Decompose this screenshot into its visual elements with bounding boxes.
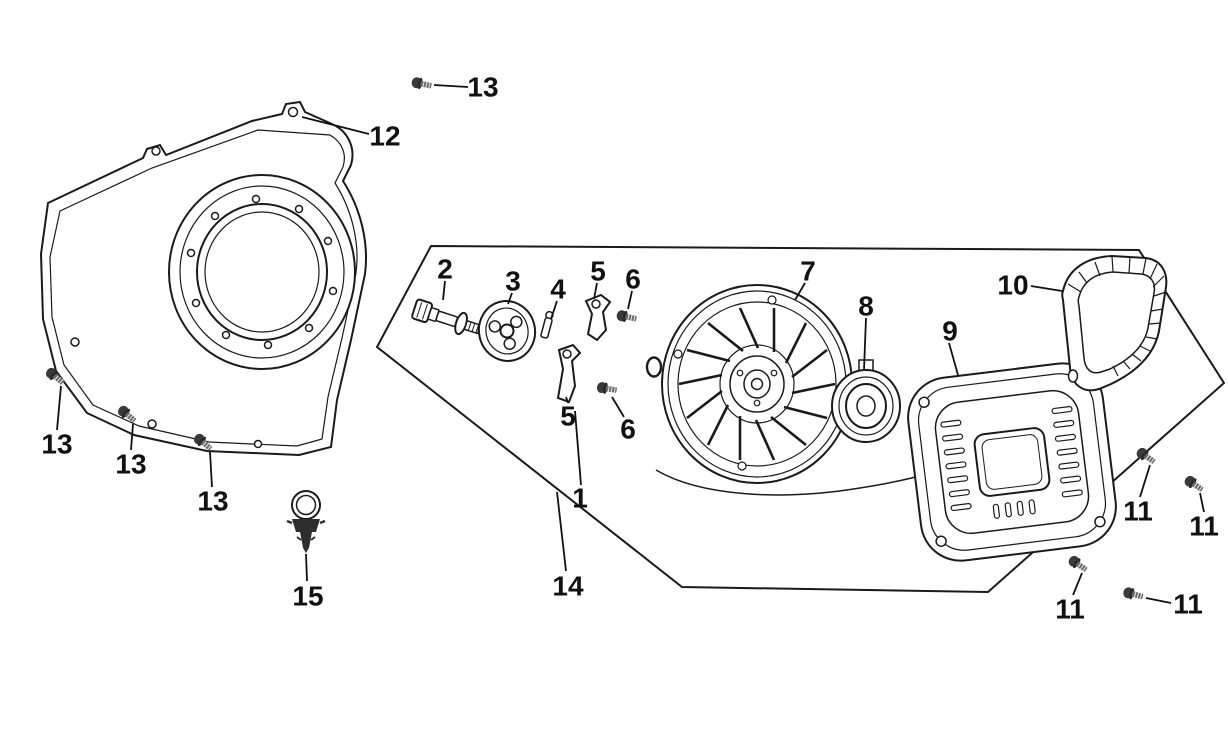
flywheel-blades — [678, 307, 836, 461]
leader-11-2 — [1199, 492, 1205, 513]
leader-13-left-3 — [209, 451, 213, 488]
callout-11-3: 11 — [1055, 594, 1085, 625]
callout-6-lower: 6 — [620, 414, 636, 445]
callout-5-lower: 5 — [560, 401, 576, 432]
callout-2: 2 — [437, 254, 453, 285]
callout-10: 10 — [997, 270, 1028, 301]
leader-14 — [556, 491, 567, 572]
callout-4: 4 — [550, 274, 566, 305]
leader-11-1 — [1139, 464, 1151, 498]
fan-cover — [39, 100, 367, 457]
housing-vents-bottom — [992, 499, 1036, 519]
leader-15 — [305, 553, 308, 582]
leader-12 — [301, 116, 370, 135]
pawl-lower-part — [556, 343, 582, 404]
starter-rope — [655, 469, 935, 496]
flywheel — [661, 284, 853, 484]
o-ring-part — [645, 356, 663, 378]
leader-1 — [574, 410, 582, 486]
callout-8: 8 — [858, 291, 874, 322]
flywheel-hub — [729, 355, 785, 413]
callout-13-left-3: 13 — [197, 486, 228, 517]
ratchet-plate-part — [477, 300, 537, 362]
leader-13-left-1 — [56, 385, 62, 431]
housing-vents-right — [1051, 406, 1083, 498]
callout-labels: 13 12 2 3 4 5 6 7 8 9 10 5 6 1 14 15 13 … — [41, 72, 1218, 625]
leader-3 — [507, 292, 513, 305]
callout-13-top: 13 — [467, 72, 498, 103]
assembly-panel-outline — [375, 244, 1226, 594]
leader-8 — [863, 317, 867, 371]
pawl-upper-part — [584, 293, 612, 342]
leader-9 — [948, 342, 959, 376]
callout-9: 9 — [942, 316, 958, 347]
starter-pulley-cup — [831, 359, 901, 443]
leader-6-lower — [611, 396, 625, 418]
leader-5-lower — [565, 396, 569, 404]
callout-11-4: 11 — [1173, 589, 1203, 620]
leader-11-4 — [1145, 597, 1172, 604]
fan-cover-bolt-holes — [70, 106, 338, 449]
callout-11-1: 11 — [1123, 496, 1153, 527]
leader-5-upper — [593, 282, 598, 300]
handle-rope-hole — [1067, 369, 1079, 383]
starter-handle — [1061, 254, 1168, 392]
callout-5-upper: 5 — [590, 256, 606, 287]
callout-7: 7 — [800, 256, 816, 287]
housing-vents-left — [940, 419, 972, 512]
push-clip-part — [286, 490, 326, 553]
recoil-starter-housing — [907, 362, 1117, 562]
callout-12: 12 — [369, 121, 400, 152]
callout-13-left-2: 13 — [115, 449, 146, 480]
leader-4 — [550, 300, 558, 320]
leader-2 — [442, 280, 446, 301]
leader-7 — [794, 282, 806, 301]
callout-6-upper: 6 — [625, 264, 641, 295]
leader-10 — [1030, 285, 1063, 292]
leader-6-upper — [627, 290, 633, 310]
callout-13-left-1: 13 — [41, 429, 72, 460]
callout-15: 15 — [292, 581, 323, 612]
leader-13-left-2 — [130, 423, 134, 451]
leader-11-3 — [1072, 572, 1083, 596]
leader-13-top — [433, 84, 469, 88]
callout-11-2: 11 — [1189, 511, 1219, 542]
callout-14: 14 — [552, 571, 584, 602]
callout-3: 3 — [505, 266, 521, 297]
fan-cover-ring — [168, 174, 356, 370]
callout-1: 1 — [572, 483, 588, 514]
handle-grip-ribs — [1067, 255, 1167, 377]
leader-lines — [56, 84, 1205, 604]
